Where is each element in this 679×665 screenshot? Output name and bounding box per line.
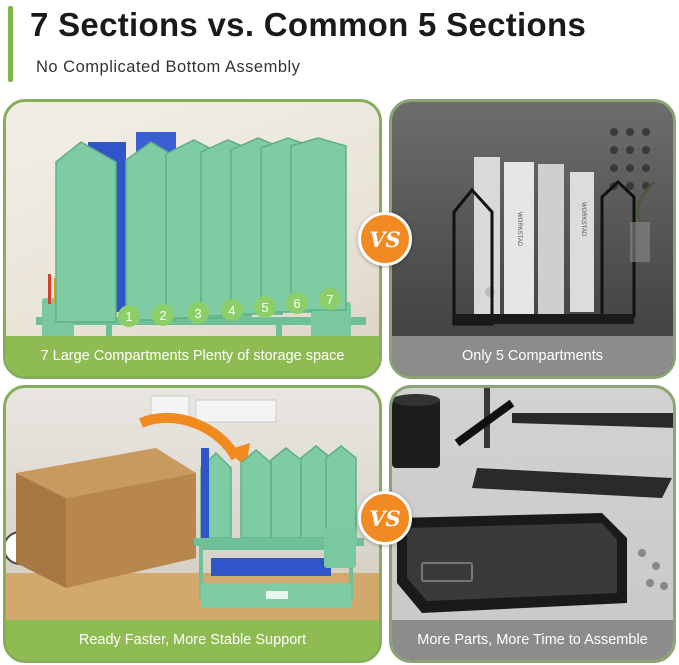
loose-parts-illustration [392, 388, 673, 613]
book-label-1: WORKSTAD [516, 212, 522, 247]
page-title: 7 Sections vs. Common 5 Sections [30, 6, 587, 43]
panel-more-parts: More Parts, More Time to Assemble [389, 385, 676, 663]
compartment-number-4: 4 [228, 303, 235, 318]
seven-compartment-organizer-illustration: 1 2 3 4 5 6 7 [36, 132, 366, 345]
vs-badge-bottom: VS [358, 491, 412, 545]
compartment-number-3: 3 [194, 306, 201, 321]
caption-more-parts: More Parts, More Time to Assemble [392, 620, 673, 660]
ready-assembly-illustration [6, 395, 379, 628]
caption-five-compartments: Only 5 Compartments [392, 336, 673, 376]
compartment-number-2: 2 [159, 308, 166, 323]
panel-five-compartments: WORKSTAD WORKSTAD Only 5 Compartments [389, 99, 676, 379]
compartment-number-6: 6 [293, 296, 300, 311]
caption-seven-compartments: 7 Large Compartments Plenty of storage s… [6, 336, 379, 376]
vs-badge-top: VS [358, 212, 412, 266]
five-compartment-organizer-illustration: WORKSTAD WORKSTAD [452, 128, 656, 326]
compartment-number-1: 1 [125, 309, 132, 324]
panel-ready-assembly: Ready Faster, More Stable Support [3, 385, 382, 663]
caption-ready-assembly: Ready Faster, More Stable Support [6, 620, 379, 660]
header-accent-bar [8, 6, 13, 82]
compartment-number-7: 7 [326, 292, 333, 307]
page-subtitle: No Complicated Bottom Assembly [36, 58, 301, 76]
compartment-number-5: 5 [261, 300, 268, 315]
book-label-2: WORKSTAD [580, 202, 586, 237]
panel-seven-compartments: 1 2 3 4 5 6 7 7 Large Compartments Plent… [3, 99, 382, 379]
